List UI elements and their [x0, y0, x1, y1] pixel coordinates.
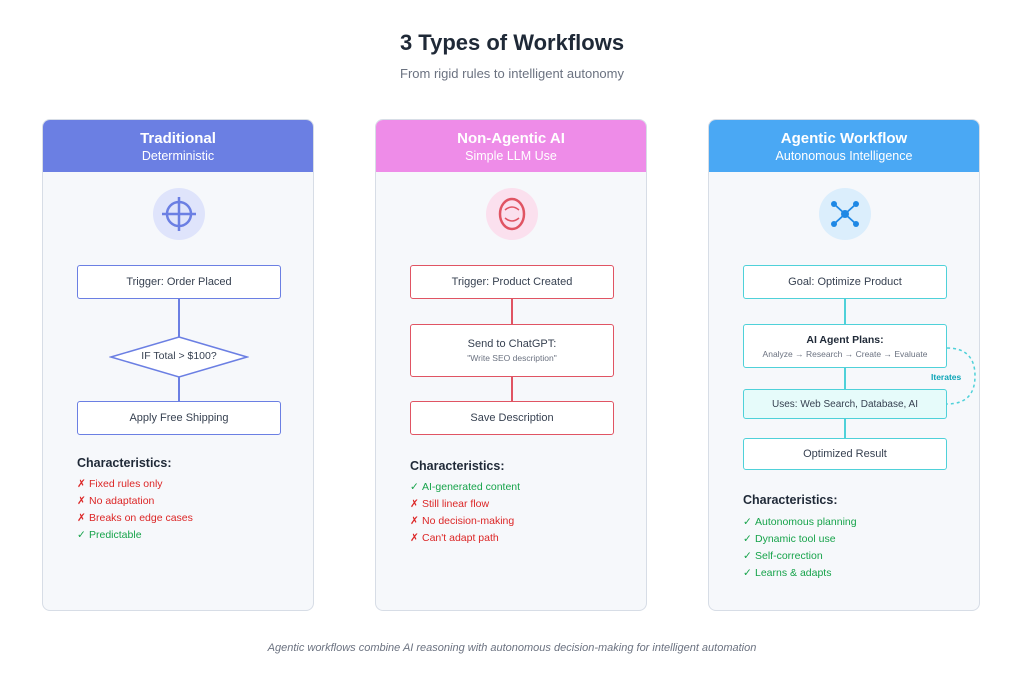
cross-icon: ✗	[410, 532, 419, 544]
card-title: Agentic Workflow	[780, 130, 908, 147]
card-subtitle: Deterministic	[141, 149, 215, 163]
action-step-label: Apply Free Shipping	[129, 412, 229, 424]
cross-icon: ✗	[77, 495, 86, 507]
characteristic-item: ✓Learns & adapts	[743, 565, 857, 582]
characteristic-text: Learns & adapts	[755, 567, 832, 579]
iterate-loop-arrow	[946, 347, 976, 405]
card-header-traditional: Traditional Deterministic	[43, 120, 313, 172]
result-step: Optimized Result	[743, 438, 947, 470]
characteristic-item: ✓Predictable	[77, 527, 193, 544]
characteristic-text: AI-generated content	[422, 481, 521, 493]
characteristic-item: ✗No adaptation	[77, 493, 193, 510]
characteristic-item: ✓AI-generated content	[410, 479, 520, 496]
connector	[178, 377, 180, 402]
check-icon: ✓	[77, 529, 86, 541]
card-title: Traditional	[140, 130, 216, 147]
iterates-label: Iterates	[931, 372, 962, 382]
characteristic-text: Autonomous planning	[755, 516, 857, 528]
connector	[844, 419, 846, 439]
decision-label: IF Total > $100?	[141, 350, 217, 362]
characteristics-list: ✓AI-generated content✗Still linear flow✗…	[410, 479, 520, 547]
characteristic-item: ✗Can't adapt path	[410, 530, 520, 547]
characteristic-text: Can't adapt path	[422, 532, 499, 544]
characteristic-text: Breaks on edge cases	[89, 512, 193, 524]
action-step: Apply Free Shipping	[77, 401, 281, 435]
card-non-agentic: Non-Agentic AI Simple LLM Use Trigger: P…	[375, 119, 647, 611]
trigger-step-label: Trigger: Product Created	[451, 276, 573, 288]
network-nodes-icon	[819, 188, 871, 240]
characteristic-text: Fixed rules only	[89, 478, 163, 490]
check-icon: ✓	[743, 550, 752, 562]
send-step: Send to ChatGPT: "Write SEO description"	[410, 324, 614, 377]
trigger-step: Trigger: Product Created	[410, 265, 614, 299]
trigger-step: Trigger: Order Placed	[77, 265, 281, 299]
connector	[844, 299, 846, 325]
characteristic-item: ✗Still linear flow	[410, 496, 520, 513]
goal-step: Goal: Optimize Product	[743, 265, 947, 299]
card-subtitle: Simple LLM Use	[465, 149, 557, 163]
connector	[511, 377, 513, 402]
footer-note: Agentic workflows combine AI reasoning w…	[267, 642, 757, 654]
cross-icon: ✗	[410, 498, 419, 510]
cross-icon: ✗	[410, 515, 419, 527]
characteristic-text: No adaptation	[89, 495, 155, 507]
characteristics-list: ✗Fixed rules only✗No adaptation✗Breaks o…	[77, 476, 193, 544]
smile-ring-icon	[486, 188, 538, 240]
save-step: Save Description	[410, 401, 614, 435]
characteristic-item: ✓Autonomous planning	[743, 514, 857, 531]
agent-plans-title: AI Agent Plans:	[806, 333, 884, 346]
page-subtitle: From rigid rules to intelligent autonomy	[400, 66, 624, 81]
cross-icon: ✗	[77, 478, 86, 490]
agent-plans-step: AI Agent Plans: Analyze → Research → Cre…	[743, 324, 947, 368]
crosshair-icon	[153, 188, 205, 240]
characteristic-text: No decision-making	[422, 515, 515, 527]
characteristic-text: Dynamic tool use	[755, 533, 836, 545]
characteristic-item: ✗Fixed rules only	[77, 476, 193, 493]
characteristic-text: Predictable	[89, 529, 142, 541]
result-step-label: Optimized Result	[803, 448, 887, 460]
characteristic-item: ✓Dynamic tool use	[743, 531, 857, 548]
check-icon: ✓	[743, 567, 752, 579]
characteristic-item: ✓Self-correction	[743, 548, 857, 565]
characteristic-item: ✗Breaks on edge cases	[77, 510, 193, 527]
characteristics-heading: Characteristics:	[410, 459, 505, 473]
card-agentic: Agentic Workflow Autonomous Intelligence…	[708, 119, 980, 611]
tools-step: Uses: Web Search, Database, AI	[743, 389, 947, 419]
send-step-label: Send to ChatGPT:	[467, 338, 557, 350]
page-title: 3 Types of Workflows	[399, 30, 625, 55]
trigger-step-label: Trigger: Order Placed	[126, 276, 232, 288]
characteristics-list: ✓Autonomous planning✓Dynamic tool use✓Se…	[743, 514, 857, 582]
card-header-non-agentic: Non-Agentic AI Simple LLM Use	[376, 120, 646, 172]
check-icon: ✓	[410, 481, 419, 493]
goal-step-label: Goal: Optimize Product	[788, 276, 902, 288]
prompt-text: "Write SEO description"	[467, 353, 557, 363]
check-icon: ✓	[743, 516, 752, 528]
characteristics-heading: Characteristics:	[743, 493, 838, 507]
characteristics-heading: Characteristics:	[77, 456, 172, 470]
card-traditional: Traditional Deterministic Trigger: Order…	[42, 119, 314, 611]
cross-icon: ✗	[77, 512, 86, 524]
connector	[844, 368, 846, 390]
connector	[511, 299, 513, 325]
check-icon: ✓	[743, 533, 752, 545]
characteristic-text: Still linear flow	[422, 498, 490, 510]
connector	[178, 299, 180, 339]
characteristic-item: ✗No decision-making	[410, 513, 520, 530]
agent-plans-steps: Analyze → Research → Create → Evaluate	[762, 348, 928, 359]
save-step-label: Save Description	[470, 412, 554, 424]
tools-step-label: Uses: Web Search, Database, AI	[771, 398, 918, 410]
characteristic-text: Self-correction	[755, 550, 823, 562]
card-title: Non-Agentic AI	[457, 130, 565, 147]
card-subtitle: Autonomous Intelligence	[775, 149, 913, 163]
card-header-agentic: Agentic Workflow Autonomous Intelligence	[709, 120, 979, 172]
